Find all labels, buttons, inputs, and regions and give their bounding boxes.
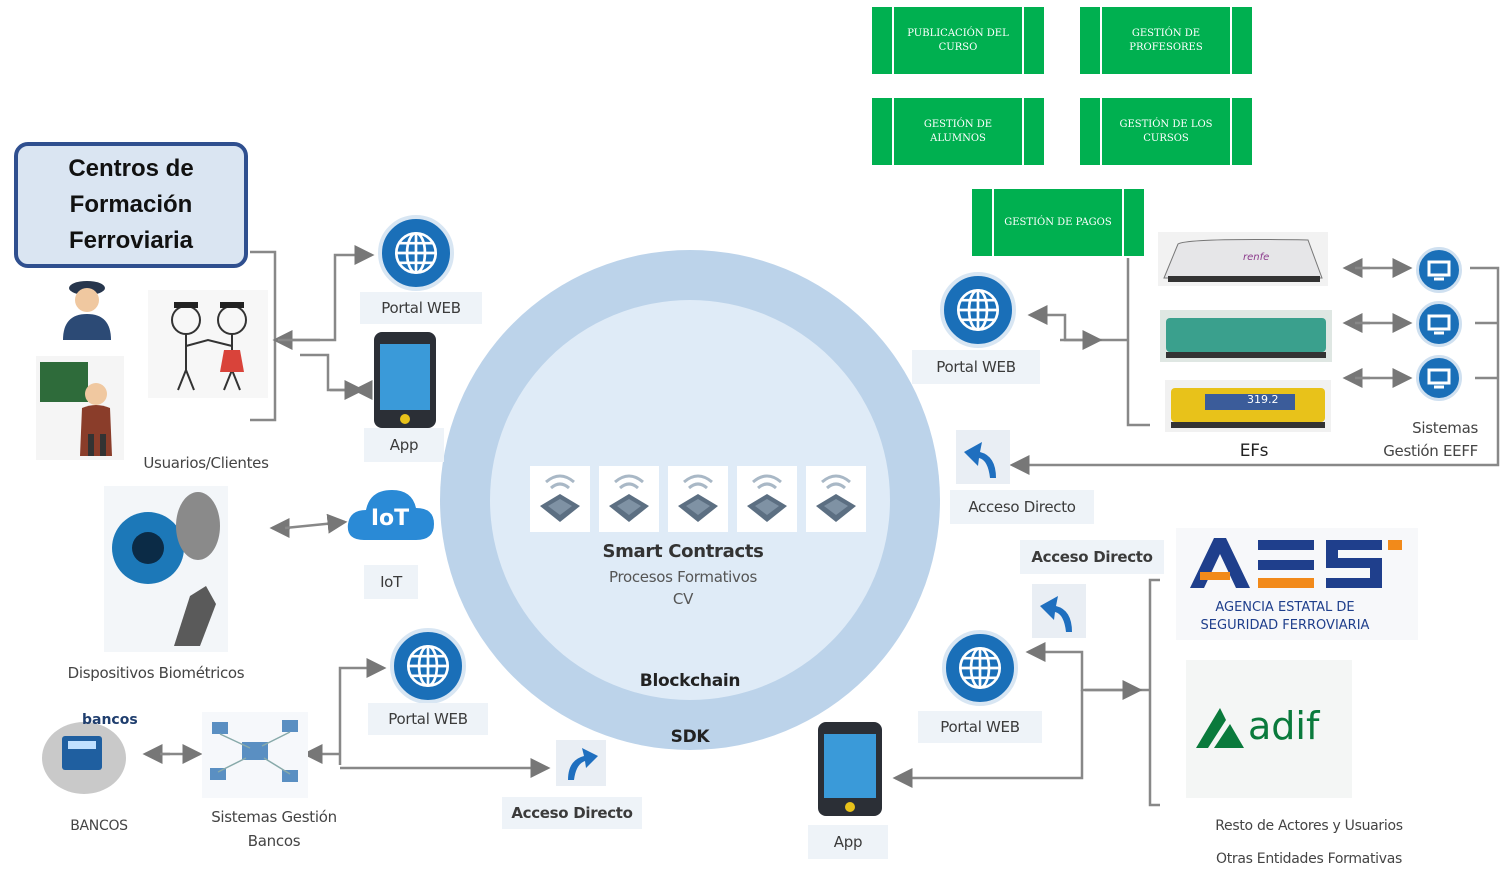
portal-web-link[interactable]: Portal WEB bbox=[360, 292, 482, 324]
train-yellow-image: 319.2 bbox=[1165, 380, 1331, 432]
handshake-icon bbox=[599, 466, 659, 532]
iot-icon-text: IoT bbox=[370, 506, 410, 531]
adif-logo-text: adif bbox=[1248, 704, 1320, 748]
dispositivos-biometricos-label: Dispositivos Biométricos bbox=[67, 664, 245, 682]
app-aesf-link[interactable]: App bbox=[808, 825, 888, 859]
smartphone-app-icon bbox=[818, 722, 882, 816]
gestion-eeff-label: Gestión EEFF bbox=[1383, 442, 1478, 460]
acceso-directo-link[interactable]: Acceso Directo bbox=[502, 797, 642, 829]
teacher-icon bbox=[36, 356, 124, 460]
monitor-icon bbox=[1416, 355, 1462, 401]
portal-web-efs-link[interactable]: Portal WEB bbox=[912, 350, 1040, 384]
portal-web-aesf-link[interactable]: Portal WEB bbox=[918, 711, 1042, 743]
students-icon bbox=[148, 290, 268, 398]
shortcut-arrow-icon bbox=[1032, 584, 1086, 638]
procesos-formativos-label: Procesos Formativos bbox=[608, 568, 758, 586]
aesf-line2: SEGURIDAD FERROVIARIA bbox=[1200, 618, 1370, 633]
globe-icon bbox=[940, 272, 1016, 348]
bancos-label: BANCOS bbox=[70, 818, 128, 834]
bancos-logo-icon: bancos bbox=[38, 712, 138, 796]
cv-label: CV bbox=[672, 590, 694, 608]
banking-systems-network-icon bbox=[202, 712, 308, 798]
efs-label: EFs bbox=[1239, 441, 1269, 461]
globe-icon bbox=[390, 628, 466, 704]
aesf-line1: AGENCIA ESTATAL DE bbox=[1215, 600, 1355, 615]
adif-logo: adif bbox=[1186, 660, 1352, 798]
monitor-icon bbox=[1416, 301, 1462, 347]
biometric-devices-icon bbox=[104, 486, 228, 652]
globe-icon bbox=[942, 630, 1018, 706]
shortcut-arrow-icon bbox=[956, 430, 1010, 484]
train-number-text: 319.2 bbox=[1247, 393, 1279, 406]
otras-entidades-label: Otras Entidades Formativas bbox=[1216, 851, 1402, 867]
iot-link[interactable]: IoT bbox=[364, 565, 418, 599]
gestion-profesores-box: GESTIÓN DE PROFESORES bbox=[1080, 7, 1252, 74]
sistemas-bancos-label-1: Sistemas Gestión bbox=[211, 808, 337, 826]
globe-icon bbox=[378, 215, 454, 291]
sistemas-bancos-label-2: Bancos bbox=[247, 832, 301, 850]
renfe-logo-text: renfe bbox=[1243, 252, 1270, 263]
acceso-directo-efs-link[interactable]: Acceso Directo bbox=[950, 490, 1094, 524]
handshake-icon bbox=[530, 466, 590, 532]
title-box: Centros de Formación Ferroviaria bbox=[14, 142, 248, 268]
gestion-pagos-box: GESTIÓN DE PAGOS bbox=[972, 189, 1144, 256]
smartphone-app-icon bbox=[374, 332, 436, 428]
blockchain-label: Blockchain bbox=[639, 671, 741, 691]
usuarios-clientes-label: Usuarios/Clientes bbox=[143, 454, 269, 472]
publicacion-curso-box: PUBLICACIÓN DEL CURSO bbox=[872, 7, 1044, 74]
handshake-icon bbox=[668, 466, 728, 532]
train-green-image bbox=[1160, 310, 1332, 362]
acceso-directo-aesf-link[interactable]: Acceso Directo bbox=[1020, 540, 1164, 574]
gestion-cursos-box: GESTIÓN DE LOS CURSOS bbox=[1080, 98, 1252, 165]
train-renfe-image: renfe bbox=[1158, 232, 1328, 286]
portal-web-bancos-link[interactable]: Portal WEB bbox=[368, 703, 488, 735]
smart-contracts-label: Smart Contracts bbox=[602, 541, 764, 562]
bancos-logo-text: bancos bbox=[82, 712, 138, 728]
iot-cloud-icon: IoT bbox=[342, 480, 438, 552]
resto-actores-label: Resto de Actores y Usuarios bbox=[1215, 818, 1403, 834]
monitor-icon bbox=[1416, 247, 1462, 293]
shortcut-arrow-icon bbox=[556, 740, 606, 786]
handshake-icon bbox=[737, 466, 797, 532]
app-link[interactable]: App bbox=[364, 428, 444, 462]
gestion-alumnos-box: GESTIÓN DE ALUMNOS bbox=[872, 98, 1044, 165]
sistemas-label: Sistemas bbox=[1412, 419, 1478, 437]
handshake-icon bbox=[806, 466, 866, 532]
pilot-avatar-icon bbox=[48, 276, 126, 340]
aesf-logo: AGENCIA ESTATAL DE SEGURIDAD FERROVIARIA bbox=[1176, 528, 1418, 640]
sdk-label: SDK bbox=[670, 727, 710, 747]
